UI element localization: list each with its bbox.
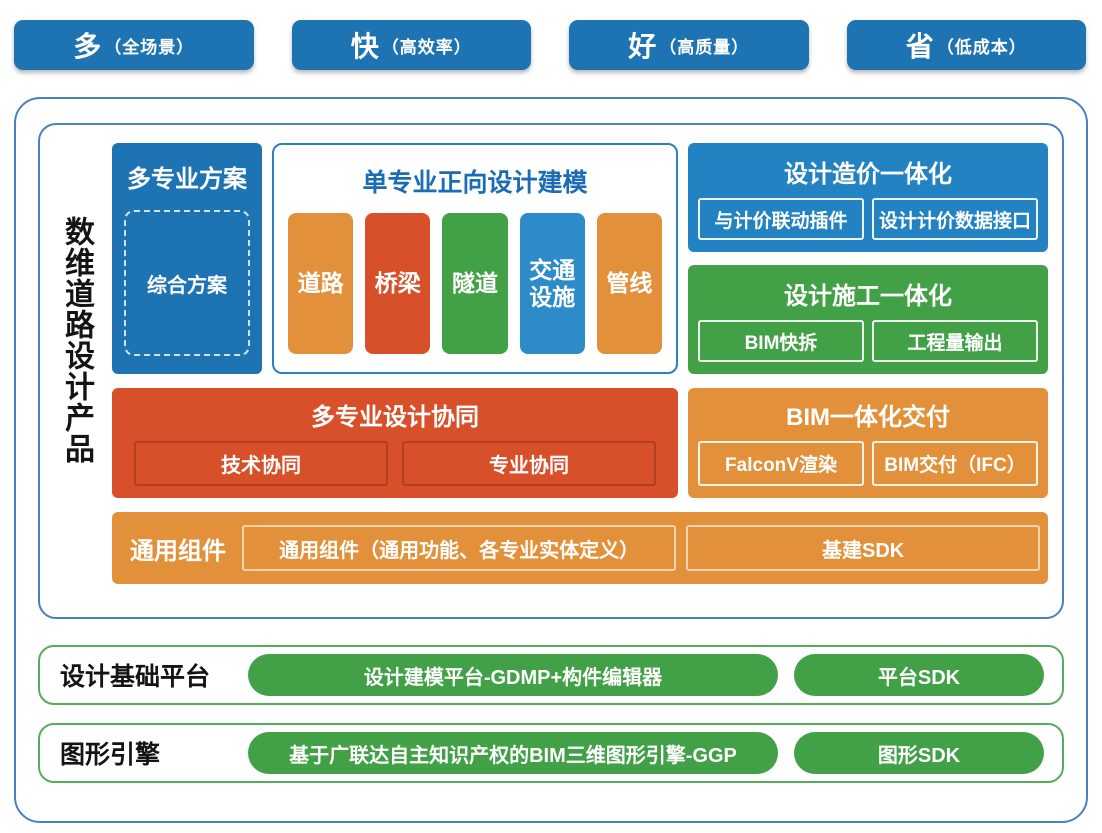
single-modeling-box: 单专业正向设计建模 道路 桥梁 隧道 交通设施 管线 — [272, 143, 678, 374]
bim-delivery-title: BIM一体化交付 — [786, 404, 950, 431]
engine-pill-sdk: 图形SDK — [794, 732, 1044, 774]
badge-main-text: 多 — [73, 31, 102, 62]
multi-collab-item-technical: 技术协同 — [134, 441, 388, 486]
main-container: 数维道路设计产品 多专业方案 综合方案 单专业正向设计建模 道路 桥梁 隧道 交… — [14, 97, 1088, 823]
design-construction-item-quantity: 工程量输出 — [872, 320, 1038, 362]
product-panel-title-column: 数维道路设计产品 — [40, 143, 112, 617]
platform-row-label: 设计基础平台 — [60, 663, 211, 691]
engine-pill-ggp: 基于广联达自主知识产权的BIM三维图形引擎-GGP — [248, 732, 778, 774]
product-panel-vertical-title: 数维道路设计产品 — [60, 216, 93, 464]
badge-sub-text: （高质量） — [659, 37, 750, 57]
pill-tunnel: 隧道 — [442, 213, 508, 354]
badge-sheng: 省 （低成本） — [846, 20, 1086, 70]
product-grid: 多专业方案 综合方案 单专业正向设计建模 道路 桥梁 隧道 交通设施 管线 — [112, 143, 1048, 617]
multi-scheme-title: 多专业方案 — [127, 166, 247, 193]
engine-row: 图形引擎 基于广联达自主知识产权的BIM三维图形引擎-GGP 图形SDK — [38, 723, 1064, 783]
badge-main-text: 快 — [350, 31, 379, 62]
badge-hao: 好 （高质量） — [569, 20, 809, 70]
bim-delivery-item-falconv: FalconV渲染 — [698, 441, 864, 486]
multi-scheme-box: 多专业方案 综合方案 — [112, 143, 262, 374]
product-panel: 数维道路设计产品 多专业方案 综合方案 单专业正向设计建模 道路 桥梁 隧道 交… — [38, 123, 1064, 619]
design-cost-item-plugin: 与计价联动插件 — [698, 198, 864, 240]
common-components-label: 通用组件 — [130, 537, 226, 565]
design-cost-box: 设计造价一体化 与计价联动插件 设计计价数据接口 — [688, 143, 1048, 252]
design-cost-items: 与计价联动插件 设计计价数据接口 — [698, 198, 1038, 240]
design-cost-item-interface: 设计计价数据接口 — [872, 198, 1038, 240]
common-components-item-sdk: 基建SDK — [686, 525, 1040, 571]
pill-road: 道路 — [288, 213, 354, 354]
design-construction-item-bim: BIM快拆 — [698, 320, 864, 362]
badge-main-text: 省 — [905, 31, 934, 62]
badge-sub-text: （低成本） — [936, 37, 1027, 57]
badge-main-text: 好 — [628, 31, 657, 62]
badge-sub-text: （高效率） — [381, 37, 472, 57]
badge-duo: 多 （全场景） — [14, 20, 254, 70]
pill-traffic-facilities: 交通设施 — [519, 213, 585, 354]
pill-pipeline: 管线 — [596, 213, 663, 354]
bim-delivery-items: FalconV渲染 BIM交付（IFC） — [698, 441, 1038, 486]
bim-delivery-box: BIM一体化交付 FalconV渲染 BIM交付（IFC） — [688, 388, 1048, 498]
right-stack: 设计造价一体化 与计价联动插件 设计计价数据接口 设计施工一体化 BIM快拆 工… — [688, 143, 1048, 374]
platform-row: 设计基础平台 设计建模平台-GDMP+构件编辑器 平台SDK — [38, 645, 1064, 705]
platform-pill-gdmp: 设计建模平台-GDMP+构件编辑器 — [248, 654, 778, 696]
common-components-bar: 通用组件 通用组件（通用功能、各专业实体定义） 基建SDK — [112, 512, 1048, 584]
design-construction-items: BIM快拆 工程量输出 — [698, 320, 1038, 362]
pill-bridge: 桥梁 — [365, 213, 431, 354]
single-modeling-title: 单专业正向设计建模 — [362, 169, 588, 197]
design-construction-title: 设计施工一体化 — [784, 283, 952, 310]
multi-collab-item-professional: 专业协同 — [402, 441, 656, 486]
multi-collab-box: 多专业设计协同 技术协同 专业协同 — [112, 388, 678, 498]
multi-collab-items: 技术协同 专业协同 — [134, 441, 656, 486]
platform-pill-sdk: 平台SDK — [794, 654, 1044, 696]
multi-collab-title: 多专业设计协同 — [311, 404, 479, 431]
design-construction-box: 设计施工一体化 BIM快拆 工程量输出 — [688, 265, 1048, 374]
comprehensive-scheme-box: 综合方案 — [124, 210, 250, 356]
common-components-item-general: 通用组件（通用功能、各专业实体定义） — [242, 525, 677, 571]
badge-sub-text: （全场景） — [104, 37, 195, 57]
engine-row-label: 图形引擎 — [60, 741, 161, 769]
bim-delivery-item-ifc: BIM交付（IFC） — [872, 441, 1038, 486]
badge-kuai: 快 （高效率） — [291, 20, 531, 70]
modeling-pill-row: 道路 桥梁 隧道 交通设施 管线 — [288, 213, 663, 354]
feature-badges-row: 多 （全场景） 快 （高效率） 好 （高质量） 省 （低成本） — [14, 20, 1086, 70]
design-cost-title: 设计造价一体化 — [784, 161, 952, 188]
